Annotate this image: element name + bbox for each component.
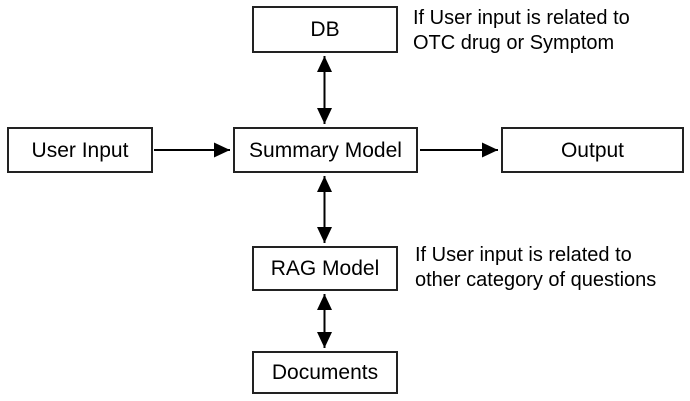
node-db-label: DB	[310, 18, 340, 41]
node-rag-model-label: RAG Model	[270, 257, 380, 280]
node-output: Output	[501, 127, 684, 173]
node-user-input-label: User Input	[31, 138, 129, 162]
annotation-other-line1: If User input is related to	[415, 244, 632, 266]
node-rag-model: RAG Model	[252, 246, 398, 291]
annotation-other-condition: If User input is related to other catego…	[415, 243, 656, 293]
annotation-otc-line1: If User input is related to	[413, 7, 630, 29]
annotation-otc-line2: OTC drug or Symptom	[413, 32, 615, 54]
node-documents: Documents	[252, 351, 398, 394]
annotation-other-line2: other category of questions	[415, 269, 657, 291]
node-summary-model-label: Summary Model	[249, 138, 402, 162]
node-summary-model: Summary Model	[233, 127, 418, 173]
node-output-label: Output	[560, 138, 625, 162]
node-documents-label: Documents	[271, 361, 379, 384]
annotation-otc-condition: If User input is related to OTC drug or …	[413, 6, 630, 56]
node-db: DB	[252, 6, 398, 53]
node-user-input: User Input	[7, 127, 153, 173]
